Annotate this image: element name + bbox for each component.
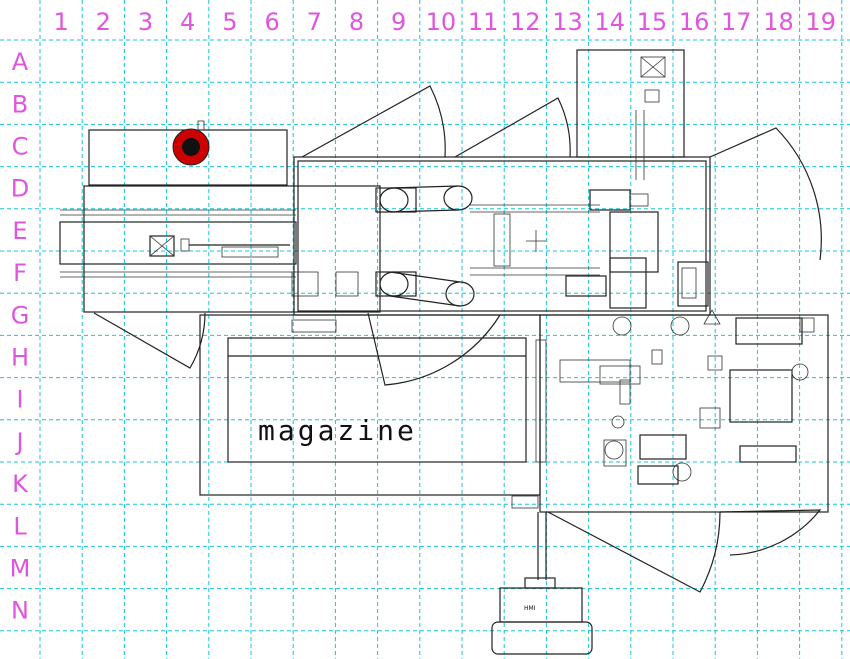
column-label: 7 bbox=[307, 8, 322, 36]
door-upper-left bbox=[301, 85, 446, 158]
column-label: 13 bbox=[552, 8, 583, 36]
column-label: 12 bbox=[510, 8, 541, 36]
row-label: L bbox=[13, 512, 27, 540]
machine-outline: magazine HMI bbox=[59, 49, 829, 655]
door-right bbox=[709, 127, 822, 261]
column-label: 10 bbox=[426, 8, 457, 36]
row-label: A bbox=[12, 48, 29, 76]
column-label: 5 bbox=[222, 8, 237, 36]
row-label: C bbox=[12, 133, 29, 161]
column-label: 6 bbox=[264, 8, 279, 36]
row-label: K bbox=[12, 470, 29, 498]
door-upper-right bbox=[454, 97, 571, 158]
magazine-frame bbox=[199, 314, 541, 496]
column-label: 18 bbox=[763, 8, 794, 36]
door-bottom-right bbox=[719, 509, 822, 556]
row-label: G bbox=[11, 301, 30, 329]
hmi-panel bbox=[499, 587, 583, 623]
column-label: 11 bbox=[468, 8, 499, 36]
top-right-cabinet bbox=[576, 49, 685, 158]
row-label: F bbox=[13, 259, 27, 287]
column-label: 15 bbox=[637, 8, 668, 36]
magazine-label: magazine bbox=[258, 414, 417, 447]
right-lower-frame bbox=[539, 314, 829, 513]
magazine-area bbox=[227, 337, 527, 463]
motor-unit-left bbox=[149, 235, 175, 257]
column-label: 1 bbox=[53, 8, 68, 36]
row-label: M bbox=[10, 555, 31, 583]
column-label: 3 bbox=[138, 8, 153, 36]
door-bottom-left bbox=[547, 511, 721, 593]
infeed-conveyor-frame bbox=[83, 185, 381, 313]
column-label: 14 bbox=[594, 8, 625, 36]
door-left-lower bbox=[93, 312, 206, 369]
emergency-stop-center bbox=[182, 138, 200, 156]
column-label: 8 bbox=[349, 8, 364, 36]
column-label: 17 bbox=[721, 8, 752, 36]
column-label: 9 bbox=[391, 8, 406, 36]
column-label: 19 bbox=[805, 8, 836, 36]
column-label: 16 bbox=[679, 8, 710, 36]
column-label: 2 bbox=[96, 8, 111, 36]
drive-belt-lower bbox=[291, 267, 607, 307]
drive-belt-upper bbox=[375, 185, 649, 213]
row-label: J bbox=[14, 428, 23, 456]
row-label: H bbox=[11, 344, 29, 372]
row-label: D bbox=[11, 175, 29, 203]
hmi-label: HMI bbox=[524, 605, 536, 612]
row-label: I bbox=[16, 386, 23, 414]
infeed-belt bbox=[59, 221, 297, 265]
row-label: N bbox=[11, 597, 29, 625]
row-label: B bbox=[12, 90, 28, 118]
center-frame bbox=[293, 156, 711, 316]
column-label: 4 bbox=[180, 8, 195, 36]
row-label: E bbox=[12, 217, 27, 245]
door-center-lower bbox=[367, 312, 501, 386]
